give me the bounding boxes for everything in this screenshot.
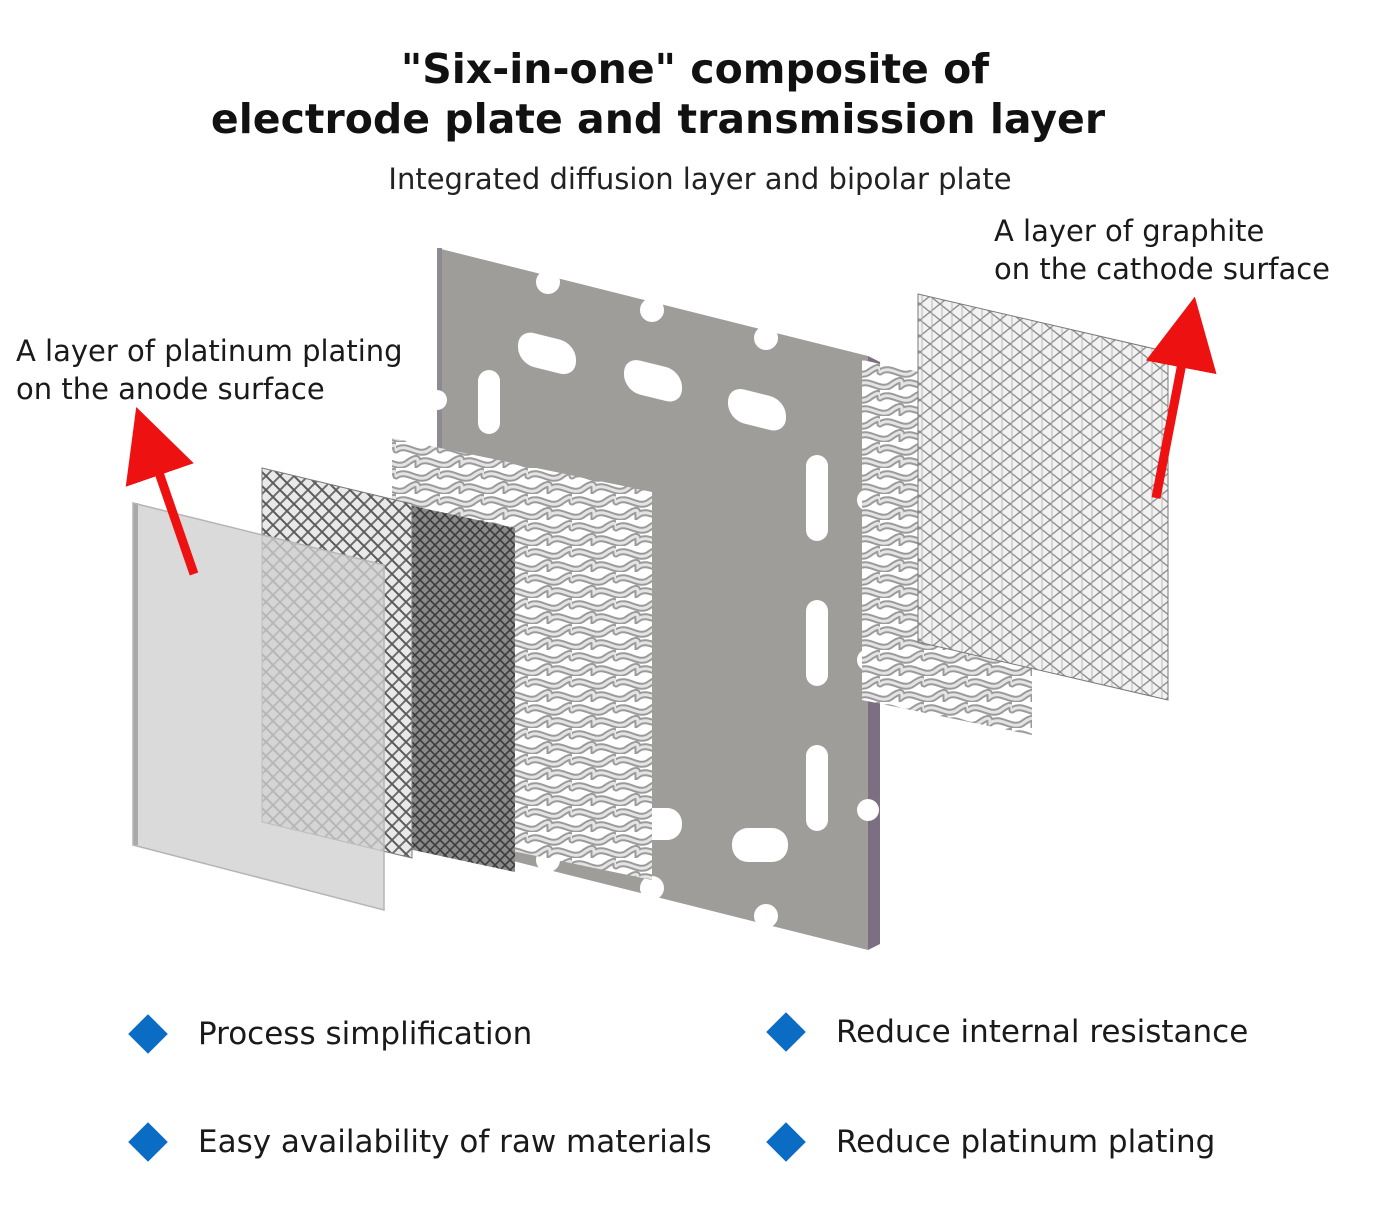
anode-callout: A layer of platinum plating on the anode… — [16, 332, 403, 408]
feature-label: Reduce platinum plating — [836, 1124, 1216, 1160]
cathode-arrow — [1145, 296, 1217, 499]
feature-label: Reduce internal resistance — [836, 1014, 1249, 1050]
feature-item: Process simplification — [128, 1012, 532, 1056]
feature-label: Easy availability of raw materials — [198, 1124, 712, 1160]
feature-item: Easy availability of raw materials — [128, 1120, 712, 1164]
cathode-graphite-mesh — [917, 293, 1169, 701]
diamond-bullet-icon — [766, 1122, 806, 1162]
anode-diffusion-mesh — [385, 500, 515, 872]
cathode-callout-line-1: A layer of graphite — [994, 214, 1265, 248]
diamond-bullet-icon — [128, 1014, 168, 1054]
anode-arrow — [125, 406, 199, 576]
cathode-callout-line-2: on the cathode surface — [994, 252, 1331, 286]
cathode-callout: A layer of graphite on the cathode surfa… — [994, 212, 1330, 288]
diamond-bullet-icon — [128, 1122, 168, 1162]
anode-callout-line-1: A layer of platinum plating — [16, 334, 403, 368]
feature-label: Process simplification — [198, 1016, 533, 1052]
page-title-line-2: electrode plate and transmission layer — [210, 95, 1106, 143]
page-title-line-1: "Six-in-one" composite of — [400, 45, 990, 93]
anode-callout-line-2: on the anode surface — [16, 372, 325, 406]
feature-item: Reduce platinum plating — [766, 1120, 1215, 1164]
platinum-plating-film — [132, 502, 385, 911]
page-subtitle: Integrated diffusion layer and bipolar p… — [388, 162, 1012, 196]
diamond-bullet-icon — [766, 1012, 806, 1052]
feature-item: Reduce internal resistance — [766, 1010, 1248, 1054]
